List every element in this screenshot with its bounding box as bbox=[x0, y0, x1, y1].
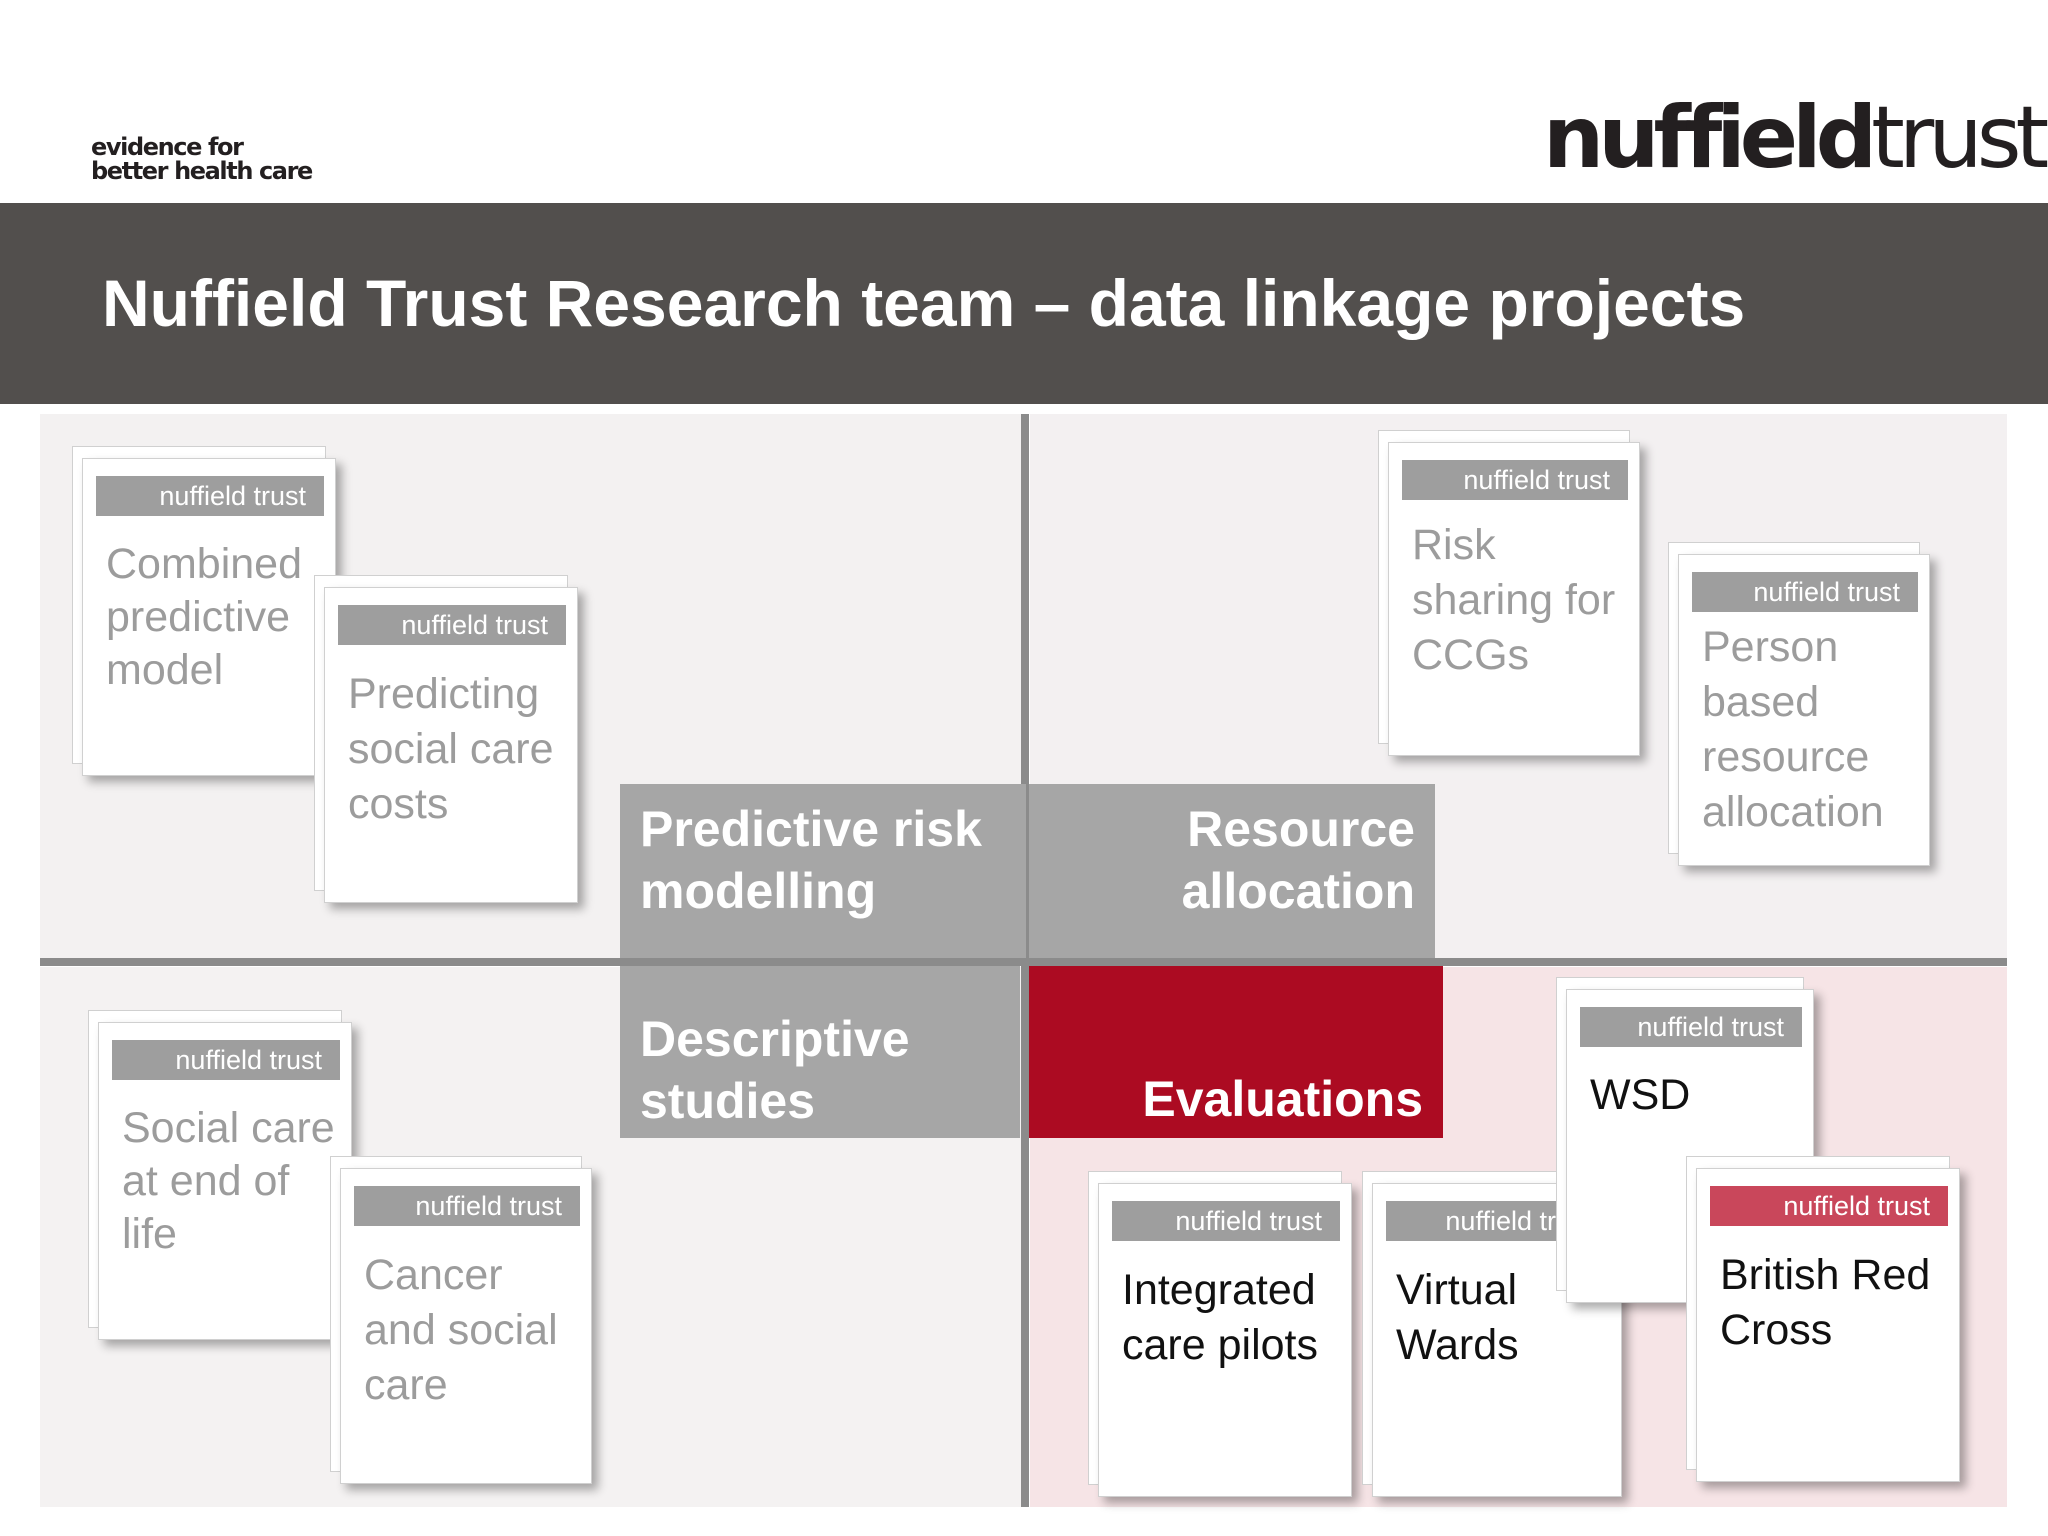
quadrant-label-resource-allocation: Resource allocation bbox=[1029, 784, 1435, 958]
tagline: evidence for better health care bbox=[91, 133, 313, 185]
project-card-cancer-and-social-care: nuffield trust Cancer and social care bbox=[330, 1156, 592, 1484]
quadrant-label-descriptive-studies: Descriptive studies bbox=[620, 966, 1020, 1138]
card-title: Risk sharing for CCGs bbox=[1412, 521, 1616, 679]
card-title: Cancer and social care bbox=[364, 1251, 558, 1409]
card-tag: nuffield trust bbox=[96, 476, 324, 516]
logo-part-nuffield: nuffield bbox=[1543, 88, 1877, 188]
card-title: British Red Cross bbox=[1720, 1251, 1931, 1354]
card-tag: nuffield trust bbox=[1710, 1186, 1948, 1226]
quadrant-label-predictive-risk-modelling: Predictive risk modelling bbox=[620, 784, 1026, 958]
card-tag: nuffield trust bbox=[1580, 1007, 1802, 1047]
project-card-risk-sharing-ccgs: nuffield trust Risk sharing for CCGs bbox=[1378, 430, 1640, 756]
slide-title: Nuffield Trust Research team – data link… bbox=[102, 266, 1746, 340]
project-card-integrated-care-pilots: nuffield trust Integrated care pilots bbox=[1088, 1171, 1352, 1497]
resource-allocation-text: Resource allocation bbox=[1181, 801, 1415, 919]
horizontal-divider bbox=[40, 958, 2007, 966]
card-tag: nuffield trust bbox=[354, 1186, 580, 1226]
tagline-line1: evidence for bbox=[91, 133, 244, 161]
project-card-predicting-social-care-costs: nuffield trust Predicting social care co… bbox=[314, 575, 578, 903]
nuffield-trust-logo: nuffieldtrust bbox=[1543, 88, 2048, 188]
card-tag: nuffield trust bbox=[338, 605, 566, 645]
card-title: Social care at end of life bbox=[122, 1104, 335, 1258]
project-card-person-based-resource-allocation: nuffield trust Person based resource all… bbox=[1668, 542, 1930, 866]
card-title: Combined predictive model bbox=[106, 540, 302, 694]
card-tag: nuffield trust bbox=[1692, 572, 1918, 612]
project-card-combined-predictive-model: nuffield trust Combined predictive model bbox=[72, 446, 336, 776]
card-tag: nuffield trust bbox=[112, 1040, 340, 1080]
project-card-british-red-cross: nuffield trust British Red Cross bbox=[1686, 1156, 1960, 1482]
quadrant-label-evaluations: Evaluations bbox=[1029, 966, 1443, 1138]
card-tag: nuffield trust bbox=[1402, 460, 1628, 500]
project-card-social-care-end-of-life: nuffield trust Social care at end of lif… bbox=[88, 1010, 352, 1340]
title-bar: Nuffield Trust Research team – data link… bbox=[0, 203, 2048, 404]
tagline-line2: better health care bbox=[91, 157, 313, 185]
card-title: Integrated care pilots bbox=[1122, 1266, 1318, 1369]
logo-part-trust: trust bbox=[1871, 88, 2048, 188]
card-title: Predicting social care costs bbox=[348, 670, 554, 828]
card-title: WSD bbox=[1590, 1071, 1691, 1119]
project-card-wsd: nuffield trust WSD bbox=[1556, 977, 1814, 1303]
card-title: Virtual Wards bbox=[1396, 1266, 1519, 1369]
card-title: Person based resource allocation bbox=[1702, 623, 1884, 836]
card-tag: nuffield trust bbox=[1112, 1201, 1340, 1241]
